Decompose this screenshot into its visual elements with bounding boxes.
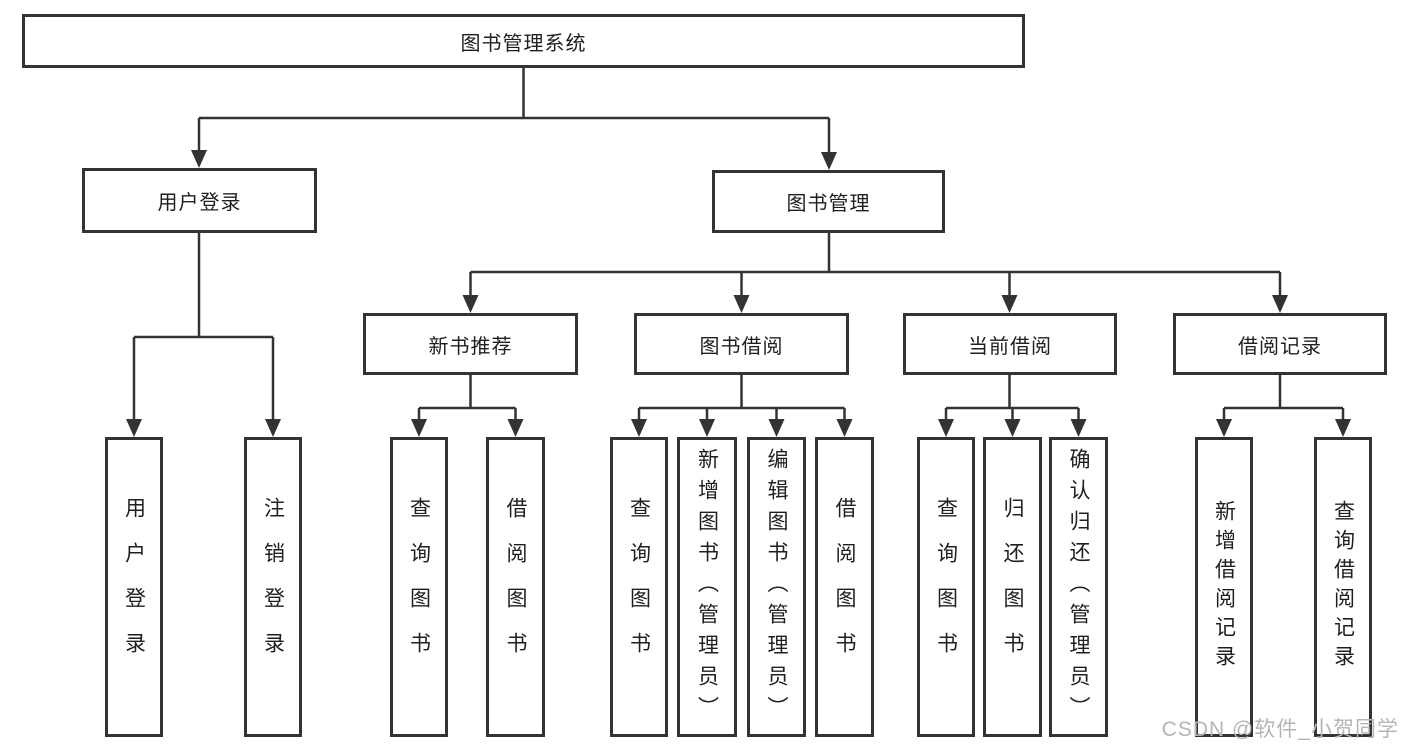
arrowhead-icon (1070, 419, 1087, 437)
leaf-query-books-borrow: 查询图书 (610, 437, 668, 737)
node-label: 新增图书（管理员） (695, 447, 719, 727)
arrowhead-icon (1004, 419, 1021, 437)
arrowhead-icon (836, 419, 853, 437)
connector-user-login (132, 233, 275, 421)
arrowhead-icon (699, 419, 715, 437)
node-label: 新书推荐 (428, 335, 513, 358)
leaf-edit-book-admin: 编辑图书（管理员） (747, 437, 806, 737)
leaf-return-book: 归还图书 (983, 437, 1042, 737)
node-new-book-recommend: 新书推荐 (363, 313, 578, 375)
connector-root (197, 68, 831, 154)
leaf-add-book-admin: 新增图书（管理员） (677, 437, 737, 737)
arrowhead-icon (631, 419, 647, 437)
arrowhead-icon (733, 295, 750, 313)
connector-borrow-record (1222, 375, 1345, 421)
node-current-borrow: 当前借阅 (903, 313, 1117, 375)
node-label: 注销登录 (261, 497, 285, 677)
leaf-confirm-return-admin: 确认归还（管理员） (1049, 437, 1108, 737)
node-user-login: 用户登录 (82, 168, 317, 233)
leaf-add-borrow-record: 新增借阅记录 (1195, 437, 1253, 737)
arrowhead-icon (191, 150, 207, 168)
node-label: 用户登录 (122, 497, 146, 677)
arrowhead-icon (265, 419, 281, 437)
arrowhead-group (126, 150, 1351, 437)
node-label: 图书借阅 (699, 335, 784, 358)
node-label: 归还图书 (1001, 497, 1024, 677)
leaf-borrow-books: 借阅图书 (815, 437, 874, 737)
arrowhead-icon (1001, 295, 1018, 313)
leaf-query-books-recommend: 查询图书 (390, 437, 448, 737)
leaf-logout: 注销登录 (244, 437, 302, 737)
arrowhead-icon (126, 419, 142, 437)
node-label: 编辑图书（管理员） (765, 447, 788, 727)
node-borrow-records: 借阅记录 (1173, 313, 1387, 375)
node-label: 图书管理系统 (460, 32, 587, 55)
node-label: 当前借阅 (968, 335, 1052, 358)
node-label: 借阅图书 (833, 497, 856, 677)
node-label: 用户登录 (157, 192, 242, 214)
node-library-system: 图书管理系统 (22, 14, 1025, 68)
leaf-user-login: 用户登录 (105, 437, 163, 737)
leaf-query-borrow-record: 查询借阅记录 (1314, 437, 1372, 737)
node-label: 图书管理 (786, 193, 871, 215)
node-label: 新增借阅记录 (1212, 500, 1236, 674)
arrowhead-icon (507, 419, 524, 437)
node-label: 查询借阅记录 (1331, 500, 1355, 674)
connector-book-management (469, 233, 1282, 297)
arrowhead-icon (411, 419, 427, 437)
arrowhead-icon (1216, 419, 1232, 437)
arrowhead-icon (768, 419, 785, 437)
node-book-management: 图书管理 (712, 170, 945, 233)
connector-path-group (132, 68, 1345, 421)
node-book-borrow: 图书借阅 (634, 313, 849, 375)
csdn-watermark: CSDN @软件_小贺同学 (1161, 718, 1399, 741)
arrowhead-icon (1335, 419, 1351, 437)
leaf-query-books-current: 查询图书 (917, 437, 975, 737)
leaf-borrow-books-recommend: 借阅图书 (486, 437, 545, 737)
node-label: 确认归还（管理员） (1067, 447, 1090, 727)
connector-book-borrow (637, 375, 846, 421)
node-label: 查询图书 (934, 497, 958, 677)
arrowhead-icon (462, 295, 479, 313)
node-label: 借阅图书 (504, 497, 527, 677)
connector-new-books (417, 375, 517, 421)
node-label: 借阅记录 (1238, 335, 1322, 358)
arrowhead-icon (1272, 295, 1288, 313)
arrowhead-icon (938, 419, 954, 437)
connector-current-borrow (944, 375, 1080, 421)
arrowhead-icon (821, 152, 837, 170)
node-label: 查询图书 (627, 497, 651, 677)
node-label: 查询图书 (407, 497, 431, 677)
